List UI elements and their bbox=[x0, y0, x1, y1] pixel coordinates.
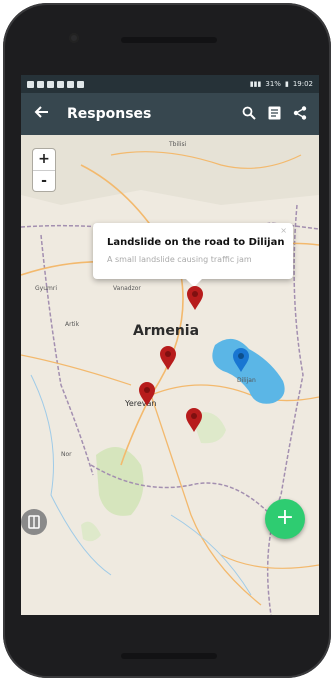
notification-icon bbox=[37, 80, 44, 88]
map-label: Artik bbox=[65, 321, 80, 328]
map-label: Gyumri bbox=[35, 285, 57, 292]
phone-frame: ▮▮▮ 31% ▮ 19:02 Responses bbox=[3, 3, 331, 678]
notification-icon bbox=[77, 80, 84, 88]
map-background bbox=[21, 135, 319, 615]
map-label: Nor bbox=[61, 451, 72, 458]
map-pin[interactable] bbox=[184, 285, 206, 311]
battery-label: 31% bbox=[265, 80, 281, 88]
country-label: Armenia bbox=[133, 323, 200, 339]
notification-icon bbox=[57, 80, 64, 88]
map-label: Vanadzor bbox=[113, 285, 141, 292]
layers-button[interactable] bbox=[21, 509, 47, 535]
search-icon[interactable] bbox=[242, 105, 256, 124]
status-bar: ▮▮▮ 31% ▮ 19:02 bbox=[21, 75, 319, 93]
page-title: Responses bbox=[67, 106, 152, 122]
status-right: ▮▮▮ 31% ▮ 19:02 bbox=[250, 80, 313, 88]
map-label: Dilijan bbox=[237, 377, 256, 384]
add-response-button[interactable]: + bbox=[265, 499, 305, 539]
map-view[interactable]: Tbilisi Dilijan Yerevan Vanadzor Artik G… bbox=[21, 135, 319, 615]
notification-icon bbox=[67, 80, 74, 88]
map-label: Tbilisi bbox=[169, 141, 187, 148]
map-label: Yerevan bbox=[125, 399, 157, 408]
app-bar: Responses bbox=[21, 93, 319, 135]
map-pin[interactable] bbox=[136, 381, 158, 407]
pin-body bbox=[186, 408, 202, 432]
pin-body bbox=[160, 346, 176, 370]
notification-icon bbox=[27, 80, 34, 88]
map-pin[interactable] bbox=[183, 407, 205, 433]
report-popup[interactable]: × Landslide on the road to Dilijan A sma… bbox=[93, 223, 293, 287]
share-icon[interactable] bbox=[293, 105, 307, 124]
screen: ▮▮▮ 31% ▮ 19:02 Responses bbox=[21, 75, 319, 615]
pin-body bbox=[139, 382, 155, 406]
pin-body bbox=[187, 286, 203, 310]
close-icon[interactable]: × bbox=[280, 226, 287, 235]
app-bar-actions bbox=[242, 105, 307, 124]
notification-icon bbox=[47, 80, 54, 88]
signal-icon: ▮▮▮ bbox=[249, 80, 262, 88]
notification-icons bbox=[27, 80, 84, 88]
map-pin[interactable] bbox=[230, 347, 252, 373]
speaker-grille-bottom bbox=[121, 653, 217, 659]
layers-icon bbox=[28, 515, 40, 529]
popup-description: A small landslide causing traffic jam bbox=[107, 255, 252, 264]
popup-title: Landslide on the road to Dilijan bbox=[107, 237, 285, 248]
map-pin[interactable] bbox=[157, 345, 179, 371]
pin-body bbox=[233, 348, 249, 372]
clock: 19:02 bbox=[292, 80, 313, 88]
zoom-out-button[interactable]: - bbox=[41, 173, 47, 189]
zoom-control: + - bbox=[33, 149, 55, 191]
speaker-grille-top bbox=[121, 37, 217, 43]
document-icon[interactable] bbox=[268, 105, 281, 124]
front-camera bbox=[69, 33, 79, 43]
zoom-in-button[interactable]: + bbox=[33, 149, 55, 171]
battery-icon: ▮ bbox=[284, 80, 289, 88]
back-arrow-icon[interactable] bbox=[33, 104, 61, 124]
